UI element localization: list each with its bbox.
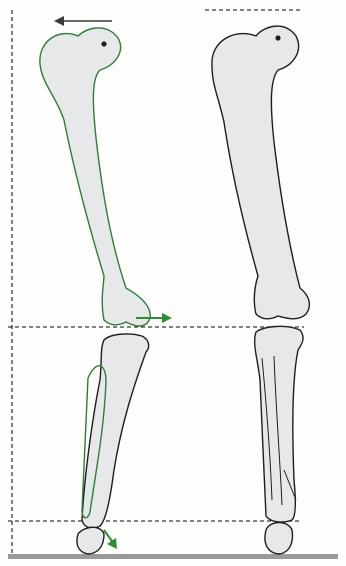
ground-line [8, 554, 338, 559]
right-tibia-fibula [255, 326, 303, 554]
arrow-left-icon [54, 16, 112, 26]
left-femur [40, 28, 150, 326]
right-femur [212, 26, 309, 319]
arrow-down-right-icon [104, 530, 117, 549]
